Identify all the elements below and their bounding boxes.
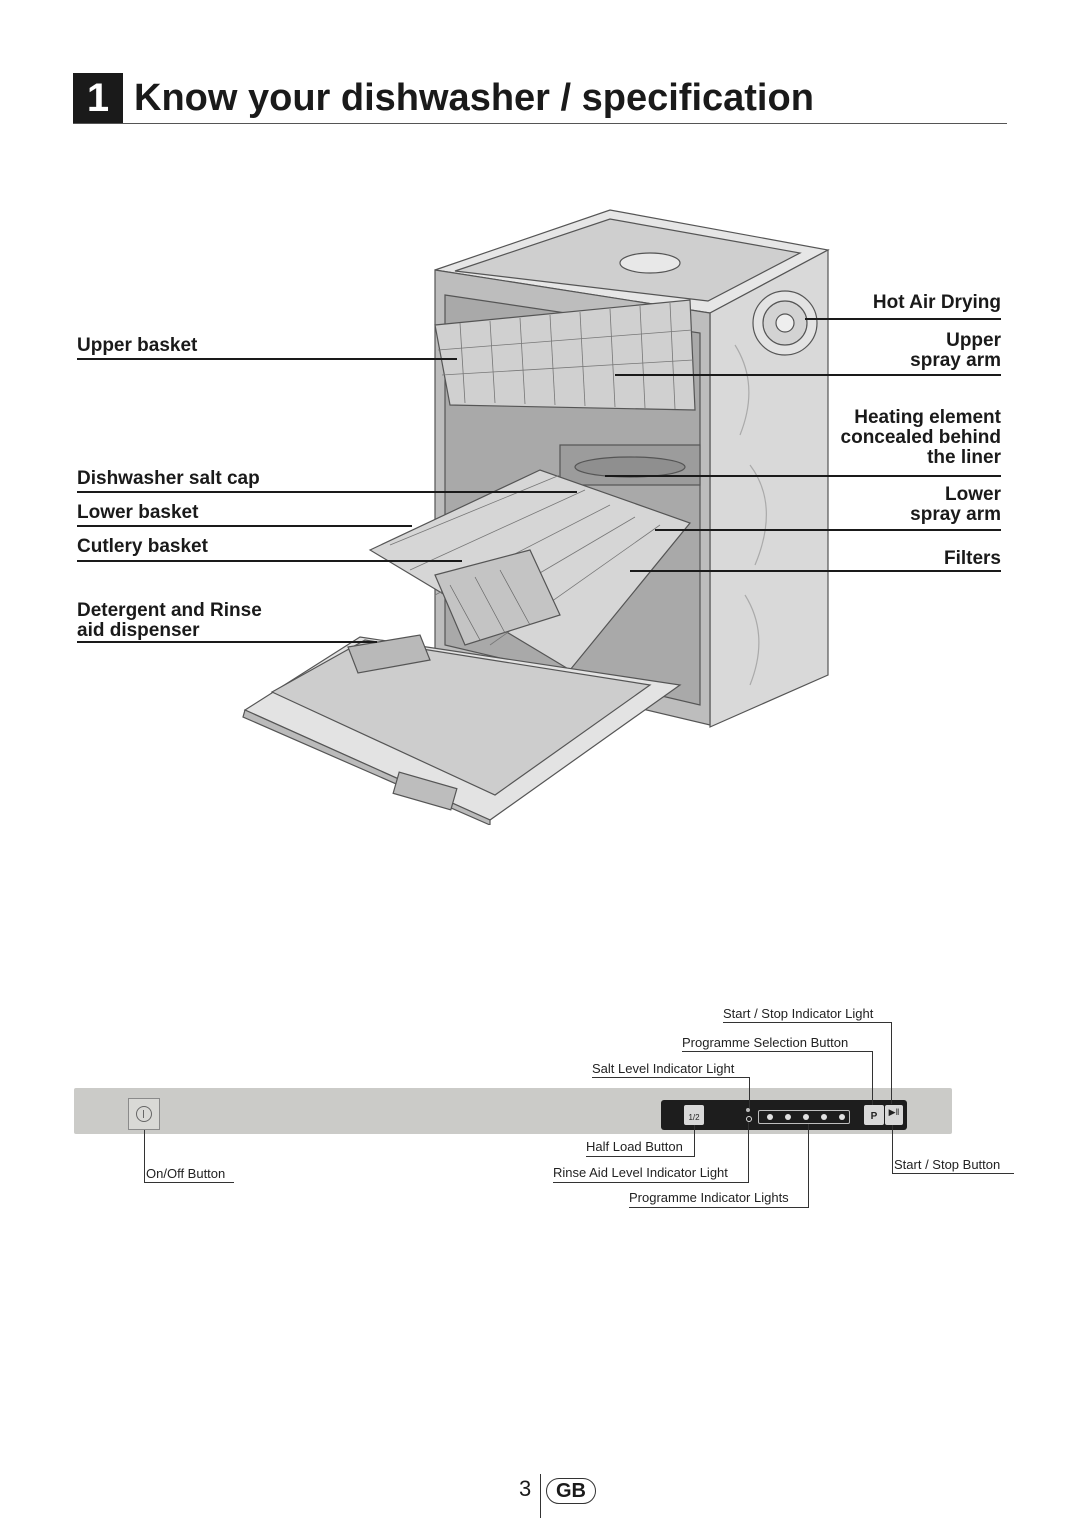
label-upper-basket: Upper basket xyxy=(77,335,198,356)
programme-light-2 xyxy=(785,1114,791,1120)
programme-indicator-lights xyxy=(758,1110,850,1124)
label-heating-line1: Heating element xyxy=(854,407,1001,428)
label-upper-spray-line1: Upper xyxy=(946,330,1001,351)
leader-half-load xyxy=(586,1156,695,1157)
label-on-off: On/Off Button xyxy=(146,1166,226,1181)
programme-light-4 xyxy=(821,1114,827,1120)
leader-hot-air-drying xyxy=(805,318,1001,320)
leader-rinse-aid xyxy=(553,1182,749,1183)
label-cutlery-basket: Cutlery basket xyxy=(77,536,208,557)
label-filters: Filters xyxy=(943,548,1001,569)
half-load-button[interactable]: 1/2 xyxy=(684,1105,704,1125)
label-lower-spray-line1: Lower xyxy=(945,484,1001,505)
leader-salt-cap xyxy=(77,491,577,493)
label-upper-spray-line2: spray arm xyxy=(910,350,1001,371)
leader-salt-level xyxy=(592,1077,749,1078)
leader-half-load-v xyxy=(694,1125,695,1157)
label-half-load: Half Load Button xyxy=(586,1139,683,1154)
label-heating-line2: concealed behind xyxy=(840,427,1001,448)
label-programme-indicators: Programme Indicator Lights xyxy=(629,1190,789,1205)
label-start-stop-button: Start / Stop Button xyxy=(894,1157,1001,1172)
leader-programme-lights-v xyxy=(808,1124,809,1208)
page-number: 3 xyxy=(519,1476,532,1501)
label-hot-air-drying: Hot Air Drying xyxy=(872,292,1001,313)
label-heating-line3: the liner xyxy=(927,447,1001,468)
leader-lower-basket xyxy=(77,525,412,527)
leader-filters xyxy=(630,570,1001,572)
programme-selection-button[interactable]: P xyxy=(864,1105,884,1125)
label-detergent-line2: aid dispenser xyxy=(77,620,200,641)
leader-heating-element xyxy=(605,475,1001,477)
programme-light-1 xyxy=(767,1114,773,1120)
leader-start-stop-v xyxy=(892,1125,893,1173)
leader-detergent xyxy=(77,641,377,643)
leader-cutlery-basket xyxy=(77,560,462,562)
leader-programme-selection xyxy=(682,1051,872,1052)
on-off-button[interactable] xyxy=(128,1098,160,1130)
page-number-divider xyxy=(540,1474,541,1518)
leader-upper-spray-arm xyxy=(615,374,1001,376)
label-rinse-aid-indicator: Rinse Aid Level Indicator Light xyxy=(553,1165,728,1180)
leader-programme-selection-v xyxy=(872,1051,873,1105)
programme-light-5 xyxy=(839,1114,845,1120)
leader-programme-lights xyxy=(629,1207,809,1208)
leader-rinse-aid-v xyxy=(748,1122,749,1182)
label-salt-cap: Dishwasher salt cap xyxy=(77,468,260,489)
salt-level-indicator-icon xyxy=(746,1108,750,1112)
rinse-aid-indicator-icon xyxy=(746,1116,752,1122)
leader-upper-basket xyxy=(77,358,457,360)
label-detergent-line1: Detergent and Rinse xyxy=(77,600,262,621)
dishwasher-illustration xyxy=(242,209,830,825)
leader-on-off xyxy=(144,1182,234,1183)
start-stop-button[interactable]: ▶‖ xyxy=(885,1105,903,1125)
leader-salt-level-v xyxy=(749,1077,750,1108)
leader-lower-spray-arm xyxy=(655,529,1001,531)
label-salt-level-indicator: Salt Level Indicator Light xyxy=(592,1061,735,1076)
label-programme-selection: Programme Selection Button xyxy=(682,1035,849,1050)
label-start-stop-indicator: Start / Stop Indicator Light xyxy=(723,1006,874,1021)
title-rule xyxy=(73,123,1007,124)
section-number: 1 xyxy=(73,73,123,123)
leader-on-off-v xyxy=(144,1130,145,1182)
leader-start-stop-indicator xyxy=(723,1022,891,1023)
leader-start-stop-indicator-v xyxy=(891,1022,892,1104)
leader-start-stop xyxy=(892,1173,1014,1174)
power-icon xyxy=(136,1106,152,1122)
language-badge: GB xyxy=(546,1478,596,1504)
label-lower-spray-line2: spray arm xyxy=(910,504,1001,525)
programme-light-3 xyxy=(803,1114,809,1120)
label-lower-basket: Lower basket xyxy=(77,502,199,523)
page-title: Know your dishwasher / specification xyxy=(134,77,814,119)
